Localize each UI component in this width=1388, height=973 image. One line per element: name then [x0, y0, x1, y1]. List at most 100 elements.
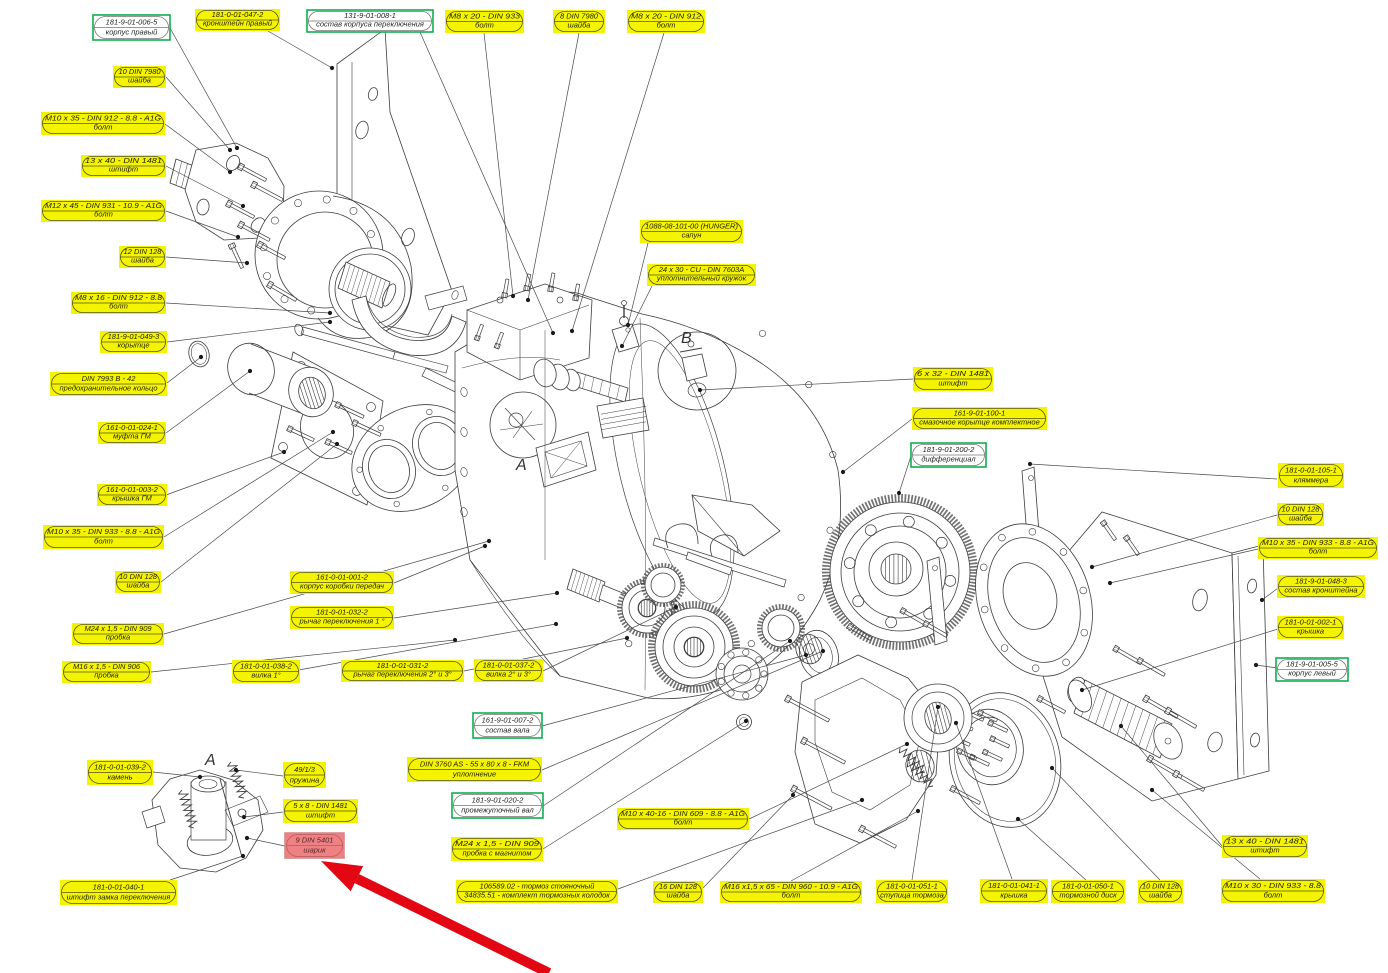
svg-text:M12 x 45 - DIN 931 - 10.9 - A1: M12 x 45 - DIN 931 - 10.9 - A1G — [45, 201, 162, 210]
svg-text:состав кронштейна: состав кронштейна — [1284, 585, 1357, 594]
svg-text:181-9-01-048-3: 181-9-01-048-3 — [1295, 576, 1348, 585]
svg-text:болт: болт — [1309, 546, 1328, 555]
svg-text:кронштейн правый: кронштейн правый — [203, 18, 273, 27]
svg-text:181-0-01-105-1: 181-0-01-105-1 — [1285, 465, 1337, 474]
svg-text:5 x 8 - DIN 1481: 5 x 8 - DIN 1481 — [293, 801, 348, 810]
svg-text:рычаг переключения 2° и 3°: рычаг переключения 2° и 3° — [352, 669, 451, 678]
svg-text:M8 x 16 - DIN 912 - 8.8: M8 x 16 - DIN 912 - 8.8 — [75, 293, 163, 302]
svg-text:B: B — [681, 330, 692, 347]
svg-text:штифт: штифт — [1250, 845, 1279, 854]
svg-text:болт: болт — [109, 301, 128, 310]
svg-text:9 DIN 5401: 9 DIN 5401 — [296, 835, 334, 844]
svg-text:16 DIN 128: 16 DIN 128 — [659, 882, 698, 891]
svg-text:10 DIN 128: 10 DIN 128 — [1282, 504, 1321, 513]
svg-text:181-0-01-031-2: 181-0-01-031-2 — [377, 661, 430, 670]
svg-text:шарик: шарик — [303, 845, 326, 854]
svg-text:камень: камень — [107, 772, 132, 781]
svg-text:корпус левый: корпус левый — [1288, 668, 1336, 677]
svg-text:промежуточный вал: промежуточный вал — [461, 805, 534, 814]
svg-text:181-0-01-051-1: 181-0-01-051-1 — [886, 881, 938, 890]
svg-text:181-0-01-039-2: 181-0-01-039-2 — [94, 762, 147, 771]
svg-text:предохранительное кольцо: предохранительное кольцо — [59, 383, 157, 392]
svg-text:M10 x 35 - DIN 933 - 8.8 - A1G: M10 x 35 - DIN 933 - 8.8 - A1G — [47, 527, 160, 536]
svg-text:181-0-01-038-2: 181-0-01-038-2 — [240, 661, 293, 670]
svg-text:10 DIN 128: 10 DIN 128 — [1142, 881, 1180, 890]
svg-text:сапун: сапун — [682, 230, 702, 239]
svg-text:уплотнительный кружок: уплотнительный кружок — [656, 273, 747, 282]
svg-text:131-9-01-008-1: 131-9-01-008-1 — [344, 11, 396, 20]
svg-text:12 DIN 128: 12 DIN 128 — [124, 247, 163, 256]
svg-text:161-0-01-024-1: 161-0-01-024-1 — [106, 423, 158, 432]
svg-text:181-0-01-037-2: 181-0-01-037-2 — [483, 660, 536, 669]
svg-text:1088-08-101-00 (HUNGER): 1088-08-101-00 (HUNGER) — [645, 221, 738, 230]
svg-text:M10 x 30 - DIN 933 - 8.8: M10 x 30 - DIN 933 - 8.8 — [1225, 881, 1322, 890]
svg-text:M10 x 35 - DIN 933 - 8.8 - A1G: M10 x 35 - DIN 933 - 8.8 - A1G — [1262, 538, 1374, 547]
svg-text:вилка 2° и 3°: вилка 2° и 3° — [486, 669, 531, 678]
svg-text:M16 x 1,5 - DIN 906: M16 x 1,5 - DIN 906 — [73, 662, 141, 671]
svg-text:болт: болт — [94, 122, 113, 131]
svg-text:13 x 40 - DIN 1481: 13 x 40 - DIN 1481 — [85, 156, 162, 165]
svg-text:болт: болт — [475, 20, 494, 29]
svg-text:13 x 40 - DIN 1481: 13 x 40 - DIN 1481 — [1226, 836, 1304, 845]
svg-text:M24 x 1,5 - DIN 909: M24 x 1,5 - DIN 909 — [455, 839, 540, 848]
svg-text:161-9-01-007-2: 161-9-01-007-2 — [482, 715, 535, 724]
svg-text:вилка 1°: вилка 1° — [251, 670, 280, 679]
svg-text:корпус коробки передач: корпус коробки передач — [300, 581, 384, 590]
svg-text:штифт: штифт — [306, 810, 335, 819]
svg-text:крышка: крышка — [1000, 890, 1027, 899]
svg-text:161-0-01-001-2: 161-0-01-001-2 — [316, 572, 369, 581]
svg-text:10 DIN 7980: 10 DIN 7980 — [118, 67, 161, 76]
svg-text:M16 x1,5 x 65 - DIN 960 - 10.9: M16 x1,5 x 65 - DIN 960 - 10.9 - A1G — [724, 882, 858, 891]
svg-text:M10 x 40-16 - DIN 609 - 8.8 -: M10 x 40-16 - DIN 609 - 8.8 - A1G — [621, 809, 745, 818]
svg-text:шайба: шайба — [1149, 890, 1172, 899]
svg-text:M8 x 20 - DIN 933: M8 x 20 - DIN 933 — [449, 11, 521, 20]
svg-text:181-0-01-047-2: 181-0-01-047-2 — [212, 10, 265, 19]
svg-text:161-9-01-100-1: 161-9-01-100-1 — [954, 408, 1006, 417]
svg-text:пробка: пробка — [106, 632, 130, 641]
svg-text:пробка с магнитом: пробка с магнитом — [462, 848, 531, 857]
svg-text:дифференциал: дифференциал — [921, 454, 976, 463]
svg-text:кляммера: кляммера — [1294, 475, 1329, 484]
svg-text:181-0-01-002-1: 181-0-01-002-1 — [1285, 617, 1337, 626]
svg-text:181-0-01-032-2: 181-0-01-032-2 — [316, 607, 369, 616]
svg-text:болт: болт — [1264, 890, 1283, 899]
svg-text:181-9-01-020-2: 181-9-01-020-2 — [472, 795, 525, 804]
svg-text:штифт: штифт — [938, 378, 967, 387]
svg-text:тормозной диск: тормозной диск — [1059, 890, 1117, 899]
svg-text:181-9-01-049-3: 181-9-01-049-3 — [108, 332, 161, 341]
svg-text:болт: болт — [657, 20, 676, 29]
svg-text:106589.02 - тормоз стояночный: 106589.02 - тормоз стояночный — [480, 881, 596, 890]
svg-text:181-0-01-040-1: 181-0-01-040-1 — [93, 882, 145, 891]
svg-text:49/1/3: 49/1/3 — [294, 765, 316, 774]
svg-text:корытце: корытце — [117, 340, 149, 349]
svg-text:6 x 32 - DIN 1481: 6 x 32 - DIN 1481 — [917, 369, 989, 378]
svg-text:шайба: шайба — [568, 20, 591, 29]
svg-text:шайба: шайба — [131, 255, 154, 264]
svg-text:24 x 30 - CU - DIN 7603A: 24 x 30 - CU - DIN 7603A — [658, 265, 744, 274]
svg-text:161-0-01-003-2: 161-0-01-003-2 — [106, 485, 159, 494]
svg-text:болт: болт — [674, 817, 693, 826]
svg-text:болт: болт — [94, 536, 113, 545]
svg-text:M8 x 20 - DIN 912: M8 x 20 - DIN 912 — [631, 11, 702, 20]
svg-text:8 DIN 7980: 8 DIN 7980 — [560, 11, 599, 20]
svg-text:шайба: шайба — [128, 75, 151, 84]
svg-text:181-0-01-050-1: 181-0-01-050-1 — [1062, 881, 1114, 890]
svg-text:штифт: штифт — [109, 164, 138, 173]
svg-text:ступица тормоза: ступица тормоза — [880, 890, 944, 899]
svg-text:181-9-01-006-5: 181-9-01-006-5 — [106, 17, 159, 26]
svg-text:пружина: пружина — [290, 775, 320, 784]
svg-text:M24 x 1,5 - DIN 909: M24 x 1,5 - DIN 909 — [84, 624, 152, 633]
svg-text:болт: болт — [782, 890, 801, 899]
svg-text:A: A — [204, 752, 216, 769]
svg-text:181-0-01-041-1: 181-0-01-041-1 — [988, 881, 1040, 890]
svg-text:M10 x 35 - DIN 912 - 8.8 - A1: M10 x 35 - DIN 912 - 8.8 - A1G — [45, 113, 161, 122]
svg-text:крышка ГМ: крышка ГМ — [112, 493, 152, 502]
svg-text:181-9-01-200-2: 181-9-01-200-2 — [923, 445, 976, 454]
svg-text:10 DIN 128: 10 DIN 128 — [119, 572, 158, 581]
svg-text:пробка: пробка — [94, 670, 118, 679]
svg-text:уплотнение: уплотнение — [452, 769, 496, 778]
svg-text:DIN 7993 B - 42: DIN 7993 B - 42 — [82, 374, 137, 383]
svg-text:DIN 3760 AS - 55 x 80 x 8 - FK: DIN 3760 AS - 55 x 80 x 8 - FKM — [420, 759, 530, 768]
svg-text:рычаг переключения 1 °: рычаг переключения 1 ° — [299, 616, 385, 625]
svg-text:шайба: шайба — [127, 580, 150, 589]
